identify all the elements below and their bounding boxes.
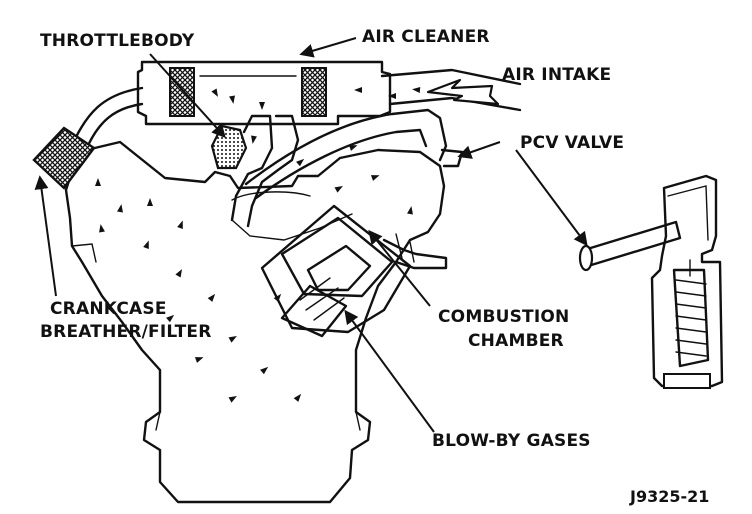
crankcase-breather-filter — [32, 126, 96, 190]
throttle-body — [210, 124, 248, 170]
pcv-valve-detail — [578, 174, 724, 389]
figure-code: J9325-21 — [629, 487, 709, 506]
label-blow-by: BLOW-BY GASES — [432, 431, 591, 451]
engine-block — [64, 140, 446, 504]
air-filter-element-right — [301, 67, 327, 117]
pcv-hose — [244, 108, 464, 200]
label-combustion-line2: CHAMBER — [468, 331, 564, 351]
label-crankcase-line2: BREATHER/FILTER — [40, 322, 212, 342]
label-pcv-valve: PCV VALVE — [520, 133, 624, 153]
cylinder-piston — [260, 204, 412, 338]
label-crankcase-line1: CRANKCASE — [50, 299, 167, 319]
air-filter-element-left — [169, 67, 195, 117]
label-air-intake: AIR INTAKE — [502, 65, 611, 85]
label-combustion-line1: COMBUSTION — [438, 307, 569, 327]
leader-lines — [34, 37, 588, 433]
spark-plug — [382, 233, 448, 270]
leader-combustion-chamber — [368, 229, 431, 307]
leader-crankcase-breather — [34, 175, 57, 297]
flow-arrows — [95, 87, 421, 403]
label-throttlebody: THROTTLEBODY — [40, 31, 195, 51]
leader-air-cleaner — [299, 37, 357, 58]
leader-blow-by — [344, 309, 435, 433]
leader-pcv-valve-detail — [515, 149, 588, 247]
air-intake-arrow — [426, 78, 500, 106]
leader-throttlebody — [149, 53, 226, 139]
label-air-cleaner: AIR CLEANER — [362, 27, 490, 47]
leader-pcv-valve-engine — [457, 141, 501, 159]
air-cleaner-housing — [136, 60, 522, 126]
